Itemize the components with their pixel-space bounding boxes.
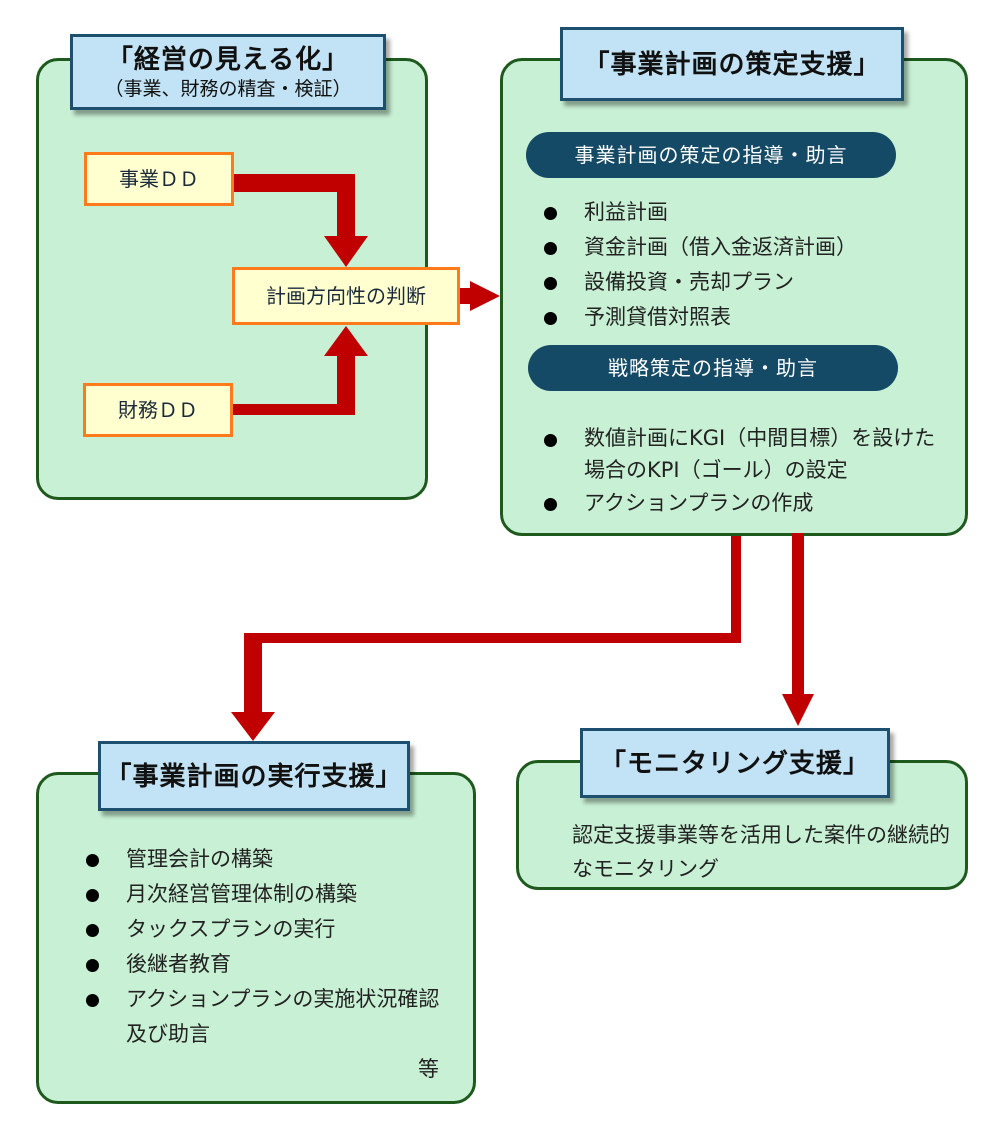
visualization-subtitle: （事業、財務の精査・検証） [104, 78, 352, 100]
list-item: タックスプランの実行 [80, 912, 450, 947]
arrow-planning-to-execution [231, 536, 741, 741]
monitoring-title-box: 「モニタリング支援」 [580, 728, 890, 798]
planning-section1-list: 利益計画 資金計画（借入金返済計画） 設備投資・売却プラン 予測貸借対照表 [538, 195, 958, 335]
monitoring-title: 「モニタリング支援」 [599, 749, 870, 779]
business-dd-label: 事業ＤＤ [119, 167, 199, 191]
direction-node: 計画方向性の判断 [232, 267, 460, 325]
planning-title: 「事業計画の策定支援」 [583, 50, 881, 80]
execution-title-box: 「事業計画の実行支援」 [98, 741, 410, 811]
list-item: 月次経営管理体制の構築 [80, 877, 450, 912]
business-dd-node: 事業ＤＤ [84, 152, 234, 206]
strategy-planning-pill: 事業計画の策定の指導・助言 [526, 132, 896, 178]
arrow-financial-dd-to-direction [233, 326, 368, 415]
list-item: 利益計画 [538, 195, 958, 230]
monitoring-text: 認定支援事業等を活用した案件の継続的なモニタリング [572, 823, 950, 881]
strategy-formulation-pill: 戦略策定の指導・助言 [528, 345, 898, 391]
financial-dd-node: 財務ＤＤ [83, 383, 233, 437]
planning-title-box: 「事業計画の策定支援」 [560, 27, 904, 101]
list-item: アクションプランの実施状況確認及び助言 [80, 982, 450, 1052]
list-item: 数値計画にKGI（中間目標）を設けた場合のKPI（ゴール）の設定 [538, 422, 950, 486]
financial-dd-label: 財務ＤＤ [118, 398, 198, 422]
visualization-title: 「経営の見える化」 [106, 45, 350, 75]
arrow-planning-to-monitoring [782, 533, 814, 726]
execution-footnote: 等 [418, 1057, 439, 1081]
visualization-title-box: 「経営の見える化」 （事業、財務の精査・検証） [70, 34, 386, 110]
planning-section2-list: 数値計画にKGI（中間目標）を設けた場合のKPI（ゴール）の設定 アクションプラ… [538, 422, 950, 521]
arrow-direction-to-planning [460, 281, 500, 311]
execution-title: 「事業計画の実行支援」 [105, 762, 403, 792]
arrow-business-dd-to-direction [234, 174, 368, 267]
execution-panel [36, 772, 476, 1104]
execution-list: 管理会計の構築 月次経営管理体制の構築 タックスプランの実行 後継者教育 アクシ… [80, 842, 450, 1052]
list-item: 後継者教育 [80, 947, 450, 982]
list-item: 予測貸借対照表 [538, 300, 958, 335]
list-item: アクションプランの作成 [538, 486, 950, 521]
strategy-formulation-pill-label: 戦略策定の指導・助言 [608, 356, 818, 380]
direction-label: 計画方向性の判断 [266, 284, 426, 308]
list-item: 設備投資・売却プラン [538, 265, 958, 300]
list-item: 資金計画（借入金返済計画） [538, 230, 958, 265]
strategy-planning-pill-label: 事業計画の策定の指導・助言 [574, 143, 848, 167]
list-item: 管理会計の構築 [80, 842, 450, 877]
